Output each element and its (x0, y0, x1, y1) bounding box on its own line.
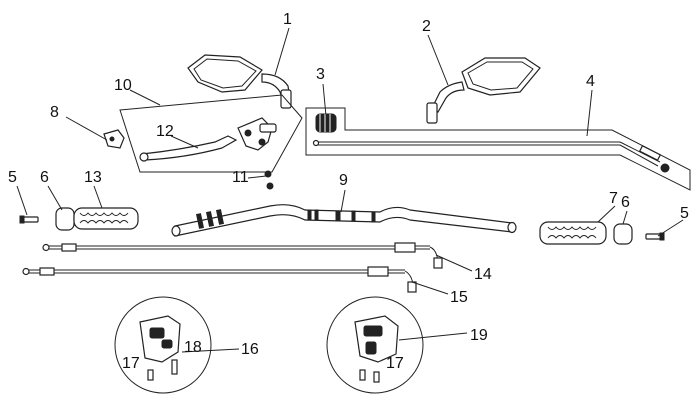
callout-4: 4 (586, 73, 595, 90)
callout-19: 19 (470, 327, 488, 344)
callout-16: 16 (241, 341, 259, 358)
right-switch-circle (326, 296, 424, 394)
callout-5-left: 5 (8, 169, 17, 186)
right-mirror (426, 57, 541, 124)
left-grip (73, 207, 139, 230)
callout-13: 13 (84, 169, 102, 186)
callout-17-left: 17 (122, 355, 140, 372)
callout-11: 11 (232, 169, 249, 186)
handlebar (171, 204, 517, 237)
callout-3: 3 (316, 66, 325, 83)
bar-end-weight-right (613, 223, 633, 245)
bar-end-bolt-left (19, 215, 39, 224)
bar-end-bolt-right (645, 232, 665, 241)
callout-18: 18 (184, 339, 202, 356)
clutch-assembly-frame (119, 94, 303, 173)
bar-end-weight-left (55, 207, 75, 231)
callout-17-right: 17 (386, 355, 404, 372)
callout-14: 14 (474, 266, 492, 283)
right-grip (539, 221, 607, 245)
leader-lines (16, 27, 684, 353)
callout-5-right: 5 (680, 205, 689, 222)
left-mirror (187, 54, 292, 109)
callout-6-left: 6 (40, 169, 49, 186)
lever-perch (237, 117, 277, 151)
cable-14 (42, 242, 443, 269)
callout-15: 15 (450, 289, 468, 306)
callout-8: 8 (50, 104, 59, 121)
throttle-tube-sleeve (315, 113, 337, 133)
callout-10: 10 (114, 77, 132, 94)
switch-bracket (103, 129, 125, 149)
clutch-lever (139, 135, 238, 162)
callout-1: 1 (283, 11, 292, 28)
callout-9: 9 (339, 172, 348, 189)
callout-labels: 1 2 3 4 5 5 6 6 7 8 9 10 11 12 13 14 15 … (8, 11, 689, 372)
perch-bolts (264, 170, 274, 190)
throttle-cable-4 (312, 139, 670, 173)
cable-15 (22, 266, 417, 293)
callout-12: 12 (156, 123, 174, 140)
throttle-assembly-frame (305, 107, 691, 191)
callout-6-right: 6 (621, 194, 630, 211)
callout-2: 2 (422, 18, 431, 35)
callout-7: 7 (609, 190, 618, 207)
left-switch-circle (114, 296, 212, 394)
